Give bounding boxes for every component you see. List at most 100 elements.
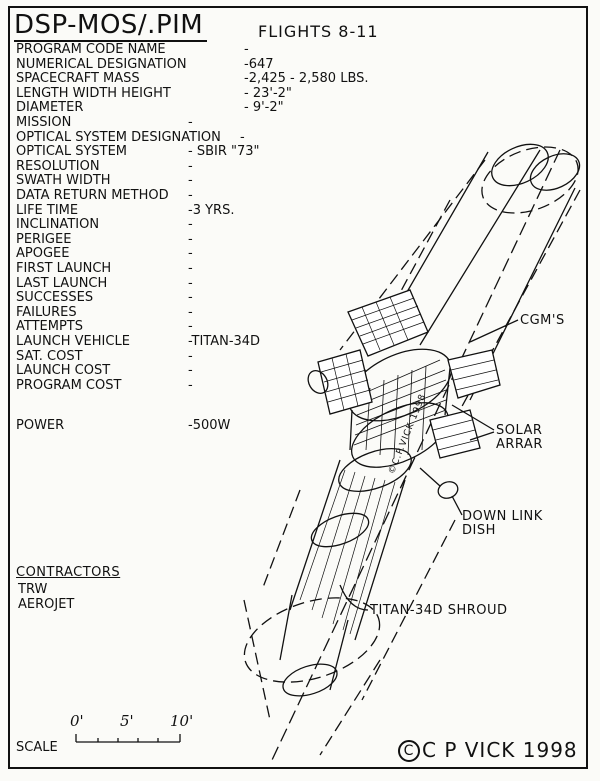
spec-value: - [188, 290, 193, 306]
spec-row: MISSION - [16, 115, 416, 130]
callout-dish-1: DOWN LINK [462, 509, 543, 524]
spec-label: DIAMETER [16, 100, 84, 116]
spec-row: LIFE TIME -3 YRS. [16, 203, 416, 218]
spec-value: - SBIR "73" [188, 144, 260, 160]
spec-label: LAST LAUNCH [16, 275, 108, 291]
scale-tick-label: 10' [170, 712, 194, 730]
spec-label: APOGEE [16, 246, 70, 262]
spec-row: PERIGEE - [16, 232, 416, 247]
spec-value: - 23'-2" [244, 85, 292, 101]
spec-row: FAILURES - [16, 305, 416, 320]
spec-value: -2,425 - 2,580 LBS. [244, 71, 369, 87]
spec-value: - [188, 188, 193, 203]
callout-cgms: CGM'S [520, 313, 565, 328]
callout-shroud: TITAN-34D SHROUD [370, 603, 508, 618]
spec-value: - [188, 275, 193, 291]
scale-tick-label: 0' [70, 712, 84, 730]
spec-row: NUMERICAL DESIGNATION-647 [16, 57, 416, 72]
scale-label: SCALE [16, 740, 58, 755]
power-row: POWER -500W [16, 418, 416, 433]
spec-value: - [188, 348, 193, 364]
callout-solar-2: ARRAR [496, 437, 543, 452]
spec-label: LIFE TIME [16, 202, 79, 218]
spec-value: - [188, 363, 193, 379]
centerline [271, 149, 561, 761]
spec-value: - [188, 261, 193, 276]
callout-dish-2: DISH [462, 523, 496, 538]
spec-row: INCLINATION- [16, 217, 416, 232]
spec-value: - [188, 217, 193, 233]
leader-shroud [339, 584, 369, 611]
leader-cgms [469, 319, 519, 343]
spec-row: PROGRAM CODE NAME - [16, 42, 416, 57]
spec-label: LAUNCH VEHICLE [16, 334, 130, 349]
leader-dish [451, 495, 463, 516]
spec-value: - [240, 129, 245, 145]
spec-row: SWATH WIDTH - [16, 173, 416, 188]
antenna-dish-left [307, 370, 329, 394]
spec-value: - [188, 231, 193, 247]
scale-bar [75, 734, 181, 743]
spec-row: OPTICAL SYSTEM - SBIR "73" [16, 144, 416, 159]
spec-row: LAUNCH VEHICLE -TITAN-34D [16, 334, 416, 349]
spec-label: PROGRAM COST [16, 377, 122, 393]
spec-row: APOGEE - [16, 246, 416, 261]
spec-label: ATTEMPTS [16, 319, 83, 335]
spec-row: SUCCESSES - [16, 290, 416, 305]
spec-value: - [188, 377, 193, 393]
spec-label: DATA RETURN METHOD [16, 188, 169, 203]
spec-label: LENGTH WIDTH HEIGHT [16, 85, 171, 101]
contractor-item: AEROJET [18, 597, 75, 612]
spec-value: - [188, 173, 193, 189]
leader-solar [451, 404, 495, 441]
scale-tick-label: 5' [120, 712, 134, 730]
spec-label: MISSION [16, 115, 72, 130]
spec-label: SUCCESSES [16, 290, 94, 306]
spec-row: PROGRAM COST - [16, 378, 416, 393]
power-value: -500W [188, 418, 231, 433]
copyright-symbol: C [398, 740, 420, 762]
contractors-heading: CONTRACTORS [16, 565, 121, 580]
copyright-text: C P VICK 1998 [422, 738, 578, 762]
spec-row: FIRST LAUNCH- [16, 261, 416, 276]
flights-label: FLIGHTS 8-11 [258, 22, 379, 41]
spec-label: SPACECRAFT MASS [16, 71, 140, 87]
spec-row: RESOLUTION - [16, 159, 416, 174]
spec-label: FAILURES [16, 304, 77, 320]
spec-row: ATTEMPTS - [16, 319, 416, 334]
page-title: DSP-MOS/.PIM [14, 10, 208, 42]
spec-label: PERIGEE [16, 231, 72, 247]
spec-value: - [188, 115, 193, 130]
spec-label: SWATH WIDTH [16, 173, 111, 189]
callout-solar-1: SOLAR [496, 423, 543, 438]
spec-label: LAUNCH COST [16, 363, 111, 379]
spec-label: RESOLUTION [16, 158, 100, 174]
solar-panel-left [317, 349, 373, 415]
spec-row: SAT. COST- [16, 349, 416, 364]
spec-value: - 9'-2" [244, 100, 284, 116]
spec-row: LENGTH WIDTH HEIGHT - 23'-2" [16, 86, 416, 101]
spec-value: - [188, 158, 193, 174]
spec-value: - [188, 304, 193, 320]
solar-panel-right [429, 349, 501, 459]
spec-row: SPACECRAFT MASS -2,425 - 2,580 LBS. [16, 71, 416, 86]
page-border [8, 6, 588, 769]
lower-shroud [243, 489, 456, 756]
spec-row: DIAMETER - 9'-2" [16, 100, 416, 115]
spec-row: OPTICAL SYSTEM DESIGNATION- [16, 130, 416, 145]
spec-row: DATA RETURN METHOD - [16, 188, 416, 203]
spec-label: OPTICAL SYSTEM [16, 144, 128, 160]
solar-panel-upper [347, 289, 429, 357]
spec-value: -3 YRS. [188, 202, 235, 218]
spec-value: -647 [244, 56, 274, 72]
lower-body [289, 459, 406, 641]
spec-value: -TITAN-34D [188, 334, 261, 349]
spec-label: PROGRAM CODE NAME [16, 42, 166, 57]
spec-value: - [188, 246, 193, 262]
spec-value: - [244, 42, 249, 57]
spec-row: LAST LAUNCH - [16, 276, 416, 291]
spec-value: - [188, 319, 193, 335]
